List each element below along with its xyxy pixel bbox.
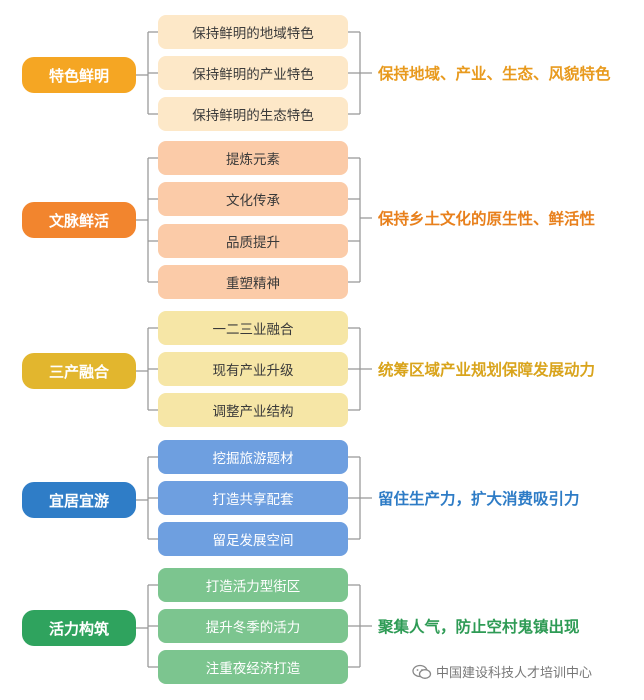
item-node: 打造活力型街区 xyxy=(158,568,348,602)
item-node: 保持鲜明的生态特色 xyxy=(158,97,348,131)
item-node: 提炼元素 xyxy=(158,141,348,175)
item-node: 留足发展空间 xyxy=(158,522,348,556)
item-node: 保持鲜明的产业特色 xyxy=(158,56,348,90)
item-node: 调整产业结构 xyxy=(158,393,348,427)
item-node: 打造共享配套 xyxy=(158,481,348,515)
category-node: 宜居宜游 xyxy=(22,482,136,518)
item-node: 提升冬季的活力 xyxy=(158,609,348,643)
item-node: 现有产业升级 xyxy=(158,352,348,386)
category-node: 活力构筑 xyxy=(22,610,136,646)
watermark: 中国建设科技人才培训中心 xyxy=(412,662,592,681)
item-node: 文化传承 xyxy=(158,182,348,216)
category-node: 文脉鲜活 xyxy=(22,202,136,238)
item-node: 挖掘旅游题材 xyxy=(158,440,348,474)
wechat-icon xyxy=(412,664,432,679)
summary-text: 留住生产力，扩大消费吸引力 xyxy=(378,490,580,508)
summary-text: 保持乡土文化的原生性、鲜活性 xyxy=(378,210,596,228)
summary-text: 聚集人气，防止空村鬼镇出现 xyxy=(378,618,580,636)
item-node: 注重夜经济打造 xyxy=(158,650,348,684)
item-node: 保持鲜明的地域特色 xyxy=(158,15,348,49)
item-node: 品质提升 xyxy=(158,224,348,258)
summary-text: 保持地域、产业、生态、风貌特色 xyxy=(378,65,611,83)
category-node: 特色鲜明 xyxy=(22,57,136,93)
summary-text: 统筹区域产业规划保障发展动力 xyxy=(378,361,596,379)
category-node: 三产融合 xyxy=(22,353,136,389)
item-node: 一二三业融合 xyxy=(158,311,348,345)
item-node: 重塑精神 xyxy=(158,265,348,299)
watermark-text: 中国建设科技人才培训中心 xyxy=(436,666,593,681)
